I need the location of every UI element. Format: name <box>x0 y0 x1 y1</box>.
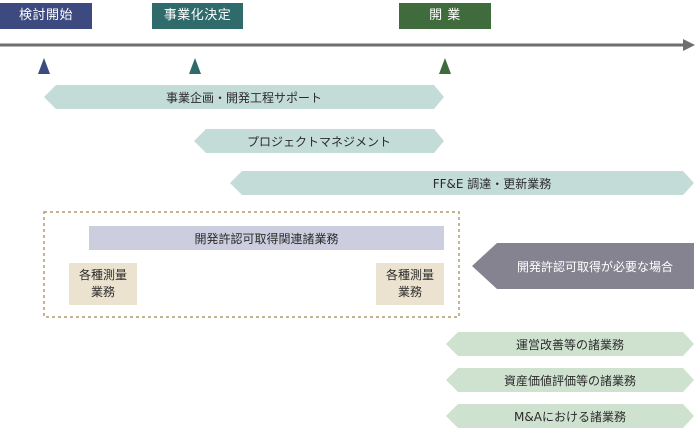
operations-ma-shape <box>446 404 694 428</box>
opening-label: 開 業 <box>399 3 491 29</box>
survey-box-left: 各種測量 業務 <box>69 263 137 305</box>
operations-ma-label: M&Aにおける諸業務 <box>514 409 626 424</box>
project-management-label: プロジェクトマネジメント <box>246 134 391 149</box>
study-start-label: 検討開始 <box>0 3 92 29</box>
ffe-shape <box>230 171 694 195</box>
operations-improvement-label: 運営改善等の諸業務 <box>515 337 624 352</box>
opening-marker <box>439 58 451 74</box>
permit-note-label: 開発許認可取得が必要な場合 <box>516 259 673 274</box>
business-decision-marker <box>189 58 201 74</box>
business-planning-label: 事業企画・開発工程サポート <box>165 90 322 105</box>
ffe-label: FF&E 調達・更新業務 <box>432 176 552 191</box>
business-decision-label: 事業化決定 <box>152 3 243 29</box>
permit-services-bar: 開発許認可取得関連諸業務 <box>89 226 444 250</box>
study-start-marker <box>38 58 50 74</box>
project-management-shape <box>194 129 444 153</box>
permit-frame <box>43 211 460 318</box>
operations-valuation-shape <box>446 368 694 392</box>
business-planning-shape <box>44 85 444 109</box>
timeline-arrowhead <box>683 39 695 51</box>
survey-box-right: 各種測量 業務 <box>376 263 444 305</box>
operations-valuation-label: 資産価値評価等の諸業務 <box>503 373 636 388</box>
permit-note-arrow-shape <box>472 243 694 289</box>
operations-improvement-shape <box>446 332 694 356</box>
